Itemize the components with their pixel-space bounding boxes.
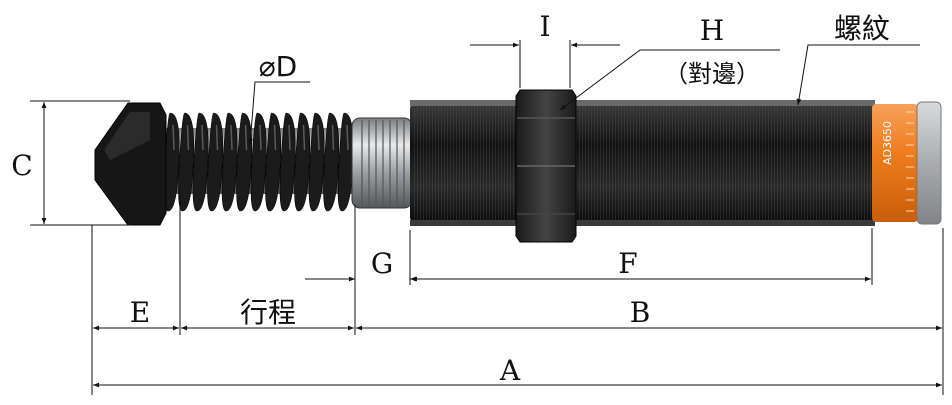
- shock-absorber-body: AD3650: [94, 89, 942, 243]
- label-h-note: （對邊）: [664, 60, 760, 88]
- spring-highlight: [201, 124, 204, 151]
- spring-highlight: [273, 124, 277, 151]
- model-label: AD3650: [881, 121, 894, 165]
- label-stroke: 行程: [240, 296, 296, 329]
- leader-h: [559, 49, 780, 111]
- dimension-lines: [30, 40, 944, 395]
- spring-coil: [236, 112, 253, 212]
- spring-coil: [221, 112, 238, 212]
- ring-ticks: [906, 111, 914, 212]
- label-i: I: [539, 10, 550, 43]
- spring-coil: [178, 112, 195, 212]
- leader-d: [248, 81, 310, 146]
- spring-coil: [337, 112, 354, 212]
- body-bottom-edge: [410, 220, 875, 226]
- spring-coil: [294, 112, 311, 212]
- spring-highlight: [259, 124, 262, 151]
- spring-highlight: [230, 124, 233, 151]
- spring-highlight: [244, 124, 248, 151]
- dimension-labels: A B E 行程 G F C ⌀D I H （對邊） 螺紋: [11, 10, 890, 387]
- leader-thread: [796, 44, 920, 106]
- spring-coil: [207, 112, 224, 212]
- spring-highlight: [172, 124, 175, 151]
- spring-highlight: [186, 124, 190, 151]
- spring-coil: [308, 112, 325, 212]
- label-b: B: [630, 296, 651, 329]
- spring-coil: [192, 112, 209, 212]
- collar-rings: [361, 120, 405, 206]
- label-a: A: [499, 354, 521, 387]
- label-g: G: [371, 247, 393, 280]
- spring-highlight: [346, 124, 349, 151]
- label-d: ⌀D: [259, 50, 297, 83]
- spring-coil: [265, 112, 282, 212]
- spring-highlight: [288, 124, 291, 151]
- spring-highlight: [317, 124, 320, 151]
- spring-highlight: [302, 124, 306, 151]
- body-top-edge: [410, 100, 875, 106]
- spring-coil: [250, 112, 267, 212]
- spring-highlight: [331, 124, 335, 151]
- spring-coil: [323, 112, 340, 212]
- label-c: C: [11, 149, 32, 182]
- thread-texture: [414, 103, 872, 223]
- head-cap-highlight: [104, 112, 150, 160]
- label-thread: 螺紋: [834, 12, 890, 45]
- spring-highlight: [215, 124, 219, 151]
- label-e: E: [130, 296, 150, 329]
- spring-coil: [279, 112, 296, 212]
- label-f: F: [618, 247, 637, 280]
- rod-collar: [351, 117, 413, 209]
- label-h: H: [700, 14, 724, 47]
- adjustment-ring: [872, 104, 918, 222]
- end-cap: [916, 101, 942, 225]
- return-spring: [163, 112, 354, 212]
- spring-coil: [163, 112, 180, 212]
